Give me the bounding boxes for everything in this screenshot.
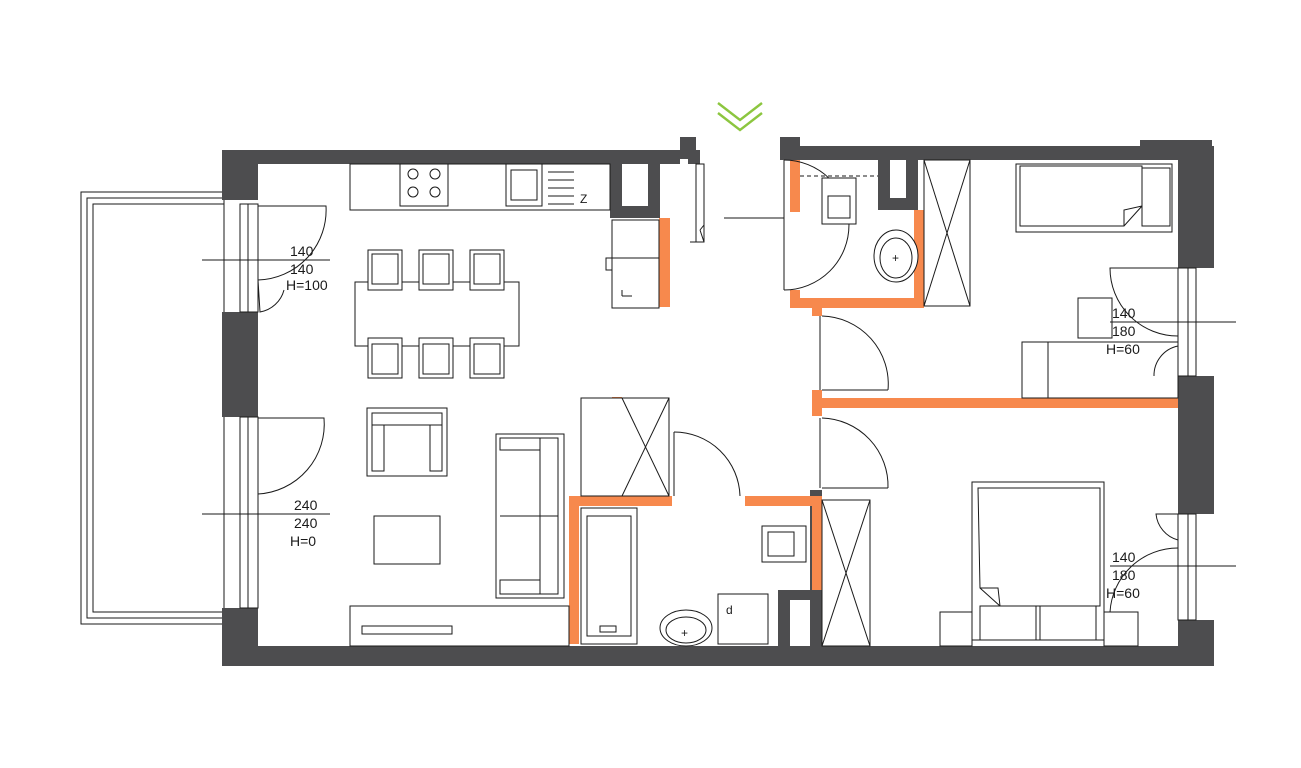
hob-icon: [399, 163, 449, 207]
window-height-label: 180: [1112, 323, 1136, 339]
window-width-label: 140: [290, 243, 314, 259]
kitchen: Z: [349, 163, 660, 309]
toilet-room: +: [800, 159, 971, 307]
washbasin-icon: +: [659, 609, 713, 647]
sink-mark: Z: [580, 192, 587, 206]
outer-walls: [222, 137, 1214, 666]
dining-table: [354, 249, 520, 379]
window-sill-label: H=0: [290, 533, 316, 549]
bathroom: + d: [580, 397, 807, 647]
coffee-table: [373, 515, 441, 565]
window-sill-label: H=100: [286, 277, 328, 293]
washbasin-icon: +: [873, 229, 919, 283]
bedroom-top: [819, 163, 1179, 399]
window-height-label: 140: [290, 261, 314, 277]
window-left-top: 140 140 H=100: [202, 203, 330, 313]
balcony: [80, 191, 225, 625]
entrance-chevron-icon: [717, 102, 763, 132]
bath-mark: d: [726, 603, 733, 617]
window-width-label: 240: [294, 497, 318, 513]
window-right-bottom: 140 180 H=60: [1106, 513, 1236, 621]
svg-text:+: +: [681, 626, 688, 640]
window-sill-label: H=60: [1106, 341, 1140, 357]
entrance-door: [690, 159, 850, 291]
sofa: [495, 433, 565, 599]
bathtub: [580, 507, 638, 645]
window-height-label: 240: [294, 515, 318, 531]
tv-cabinet: [349, 605, 570, 647]
window-width-label: 140: [1112, 305, 1136, 321]
hall-wardrobe: [821, 499, 871, 647]
sink-icon: [505, 163, 574, 207]
living-area: [349, 407, 570, 647]
window-right-top: 140 180 H=60: [1106, 267, 1236, 377]
bedroom-bottom: [819, 417, 1139, 647]
window-sill-label: H=60: [1106, 585, 1140, 601]
svg-text:+: +: [892, 251, 899, 265]
armchair: [366, 407, 448, 477]
window-width-label: 140: [1112, 549, 1136, 565]
window-left-bottom: 240 240 H=0: [202, 416, 330, 609]
window-height-label: 180: [1112, 567, 1136, 583]
